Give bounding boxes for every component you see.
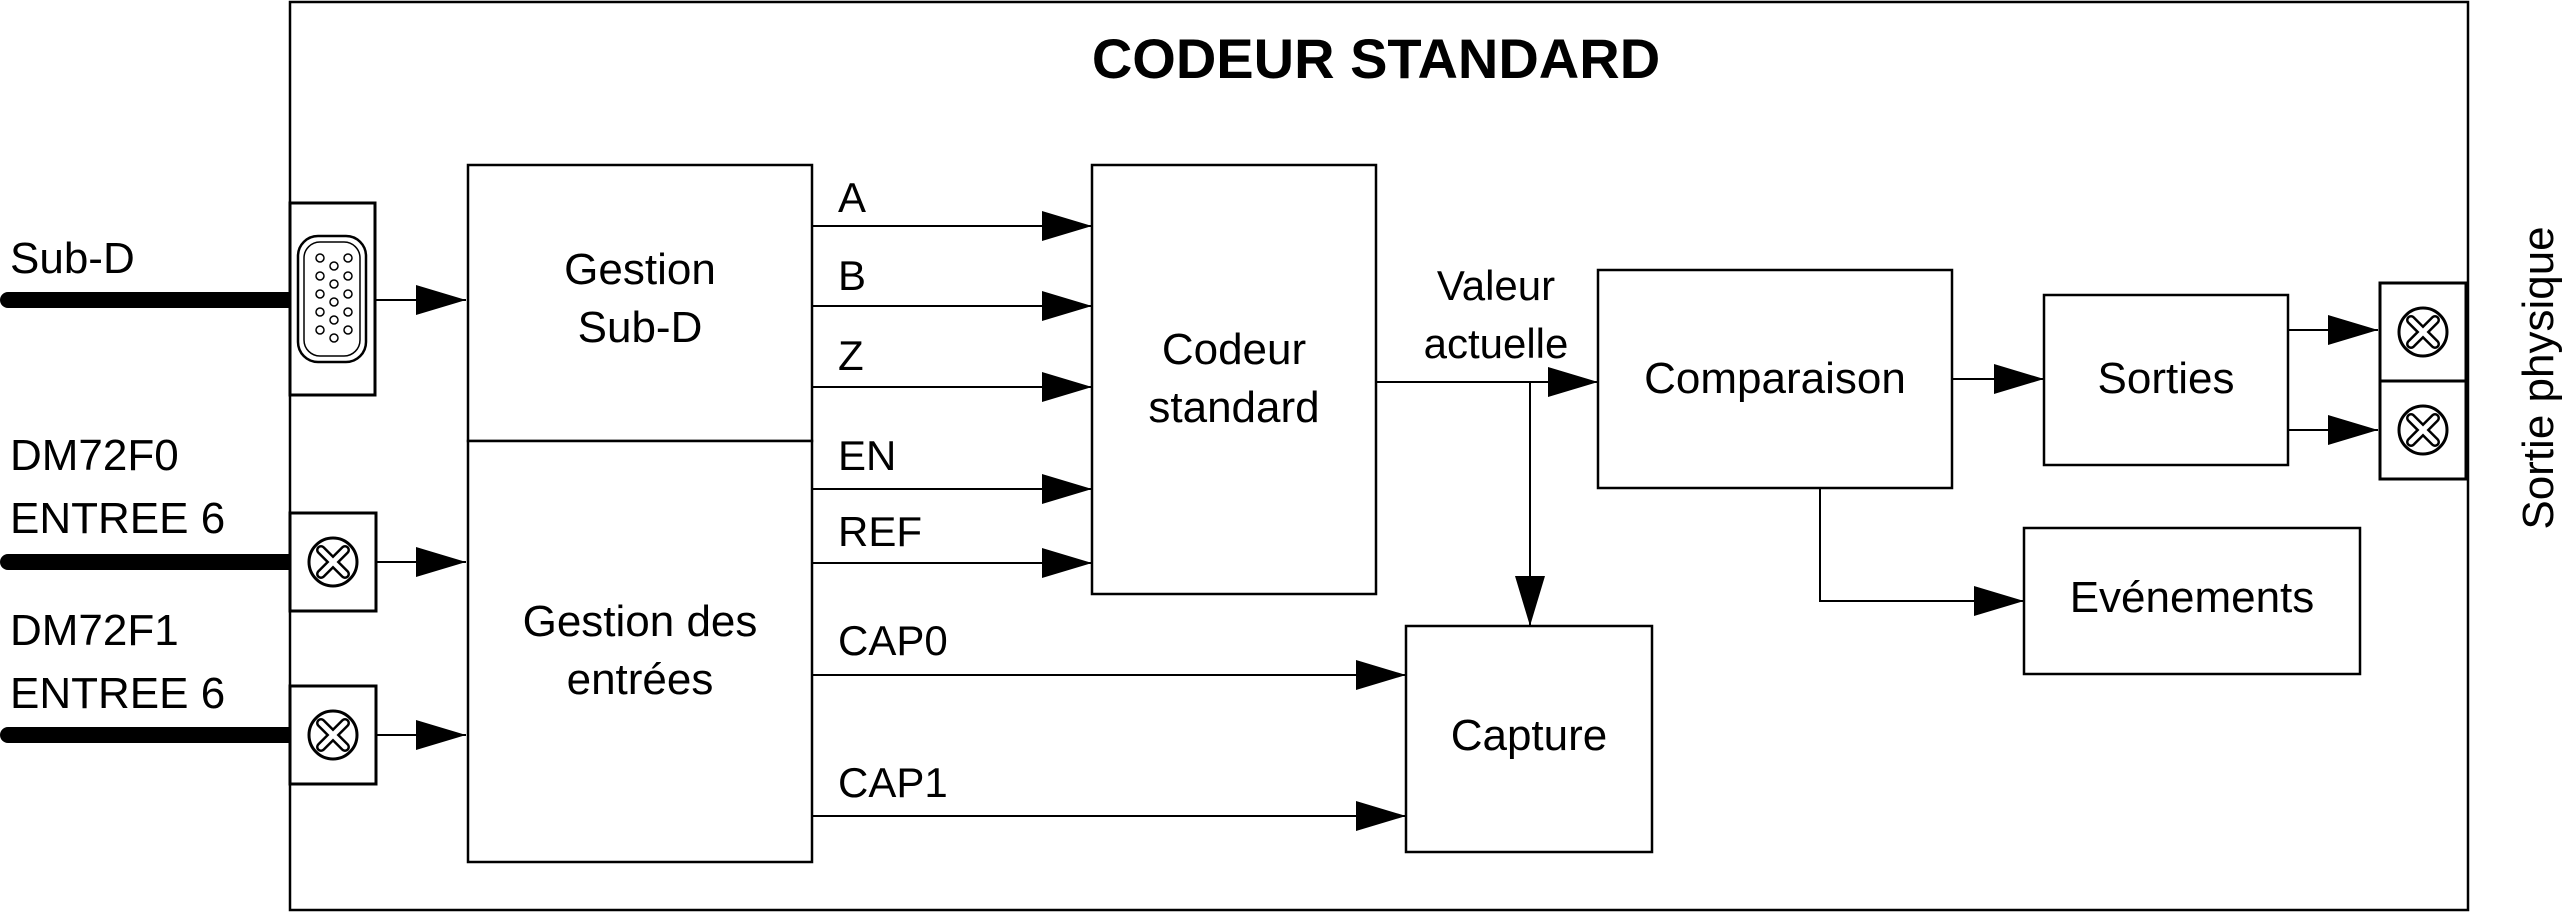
comparaison-label: Comparaison	[1644, 354, 1906, 403]
dm72f0-label-line2: ENTREE 6	[10, 494, 225, 543]
signal-ref-label: REF	[838, 508, 922, 555]
gestion-entrees-label-line1: Gestion des	[523, 597, 758, 646]
codeur-standard-block	[1090, 163, 1378, 596]
signal-z-label: Z	[838, 332, 864, 379]
gestion-entrees-label-line2: entrées	[567, 655, 714, 704]
comparaison-to-evenements-line	[1819, 488, 2024, 616]
gestion-entrees-block	[466, 439, 814, 864]
subd-connector-icon	[288, 201, 377, 397]
signal-en-label: EN	[838, 432, 896, 479]
dm72f1-terminal-icon	[288, 684, 378, 786]
valeur-actuelle-label-line2: actuelle	[1424, 320, 1569, 367]
capture-label: Capture	[1451, 711, 1608, 760]
output-terminal-1-icon	[2378, 281, 2468, 383]
output-terminal-2-icon	[2378, 379, 2468, 481]
comparaison-block	[1596, 268, 1954, 490]
signal-a-label: A	[838, 174, 866, 221]
signal-cap0-label: CAP0	[838, 617, 948, 664]
gestion-subd-label-line2: Sub-D	[578, 303, 703, 352]
subd-label: Sub-D	[10, 234, 135, 283]
dm72f1-label-line1: DM72F1	[10, 606, 179, 655]
capture-block	[1404, 624, 1654, 854]
valeur-actuelle-label-line1: Valeur	[1437, 262, 1555, 309]
dm72f0-terminal-icon	[288, 511, 378, 613]
sorties-label: Sorties	[2098, 354, 2235, 403]
dm72f1-label-line2: ENTREE 6	[10, 669, 225, 718]
diagram-title: CODEUR STANDARD	[1092, 27, 1660, 90]
signal-cap1-label: CAP1	[838, 759, 948, 806]
codeur-standard-label-line2: standard	[1148, 383, 1319, 432]
gestion-subd-label-line1: Gestion	[564, 245, 716, 294]
evenements-block	[2022, 526, 2362, 676]
sorties-block	[2042, 293, 2290, 467]
evenements-label: Evénements	[2070, 573, 2315, 622]
sortie-physique-label: Sortie physique	[2514, 226, 2563, 529]
signal-b-label: B	[838, 252, 866, 299]
dm72f0-label-line1: DM72F0	[10, 431, 179, 480]
codeur-standard-label-line1: Codeur	[1162, 325, 1306, 374]
